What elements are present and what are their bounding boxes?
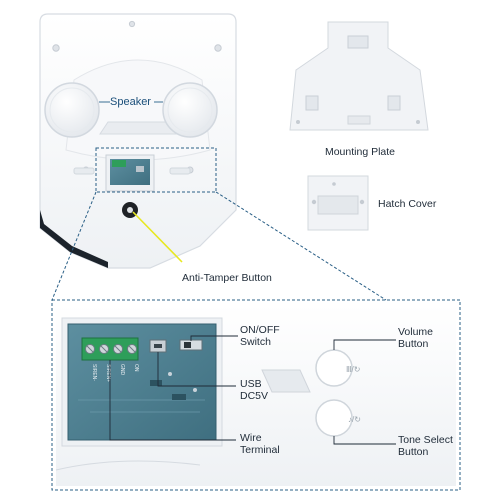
- on-off-switch-label-line1: ON/OFF: [240, 324, 280, 336]
- usb-port-graphic: [149, 339, 167, 353]
- terminal-mark-1: SIREN-: [91, 364, 97, 381]
- anti-tamper-pointer: [132, 211, 183, 263]
- detail-panel-frame: [51, 299, 461, 491]
- on-off-switch-graphic: [179, 339, 203, 351]
- svg-text:Ⅲ/↻: Ⅲ/↻: [346, 365, 360, 374]
- volume-button-label-line2: Button: [398, 338, 429, 350]
- svg-text:♪/↻: ♪/↻: [348, 415, 361, 424]
- detail-leader-lines: [109, 335, 396, 445]
- on-off-switch-label: ON/OFF Switch: [240, 324, 280, 348]
- volume-button-label-line1: Volume: [398, 326, 434, 338]
- housing-pcb-window: [73, 154, 191, 192]
- on-off-switch-label-line2: Switch: [240, 336, 271, 348]
- mounting-plate-graphic: [289, 21, 429, 131]
- speaker-left: [44, 82, 100, 138]
- tone-select-button-label: Tone Select Button: [398, 434, 453, 458]
- volume-button-label: Volume Button: [398, 326, 433, 350]
- usb-label-line2: DC5V: [240, 390, 269, 402]
- hatch-cover-graphic: [307, 175, 369, 231]
- usb-label-line1: USB: [240, 378, 262, 390]
- siren-back-housing: [39, 13, 237, 269]
- terminal-mark-4: ON: [133, 364, 139, 372]
- zoom-guide-left: [51, 191, 97, 301]
- tone-select-button-label-line1: Tone Select: [398, 434, 453, 446]
- zoom-guide-right: [215, 191, 387, 301]
- detail-highlight-box: [95, 147, 217, 193]
- wire-terminal-label-line1: Wire: [240, 432, 262, 444]
- speaker-right: [162, 82, 218, 138]
- anti-tamper-button-label: Anti-Tamper Button: [182, 272, 272, 284]
- terminal-mark-2: SIREN+: [105, 364, 111, 382]
- tone-select-button-label-line2: Button: [398, 446, 429, 458]
- mounting-plate-label: Mounting Plate: [324, 146, 396, 158]
- speaker-label: Speaker: [110, 96, 151, 108]
- wire-terminal-graphic: [81, 337, 139, 361]
- wire-terminal-label: Wire Terminal: [240, 432, 280, 456]
- wire-terminal-label-line2: Terminal: [240, 444, 280, 456]
- terminal-mark-3: GND: [119, 364, 125, 376]
- hatch-cover-label: Hatch Cover: [378, 198, 437, 210]
- usb-label: USB DC5V: [240, 378, 268, 402]
